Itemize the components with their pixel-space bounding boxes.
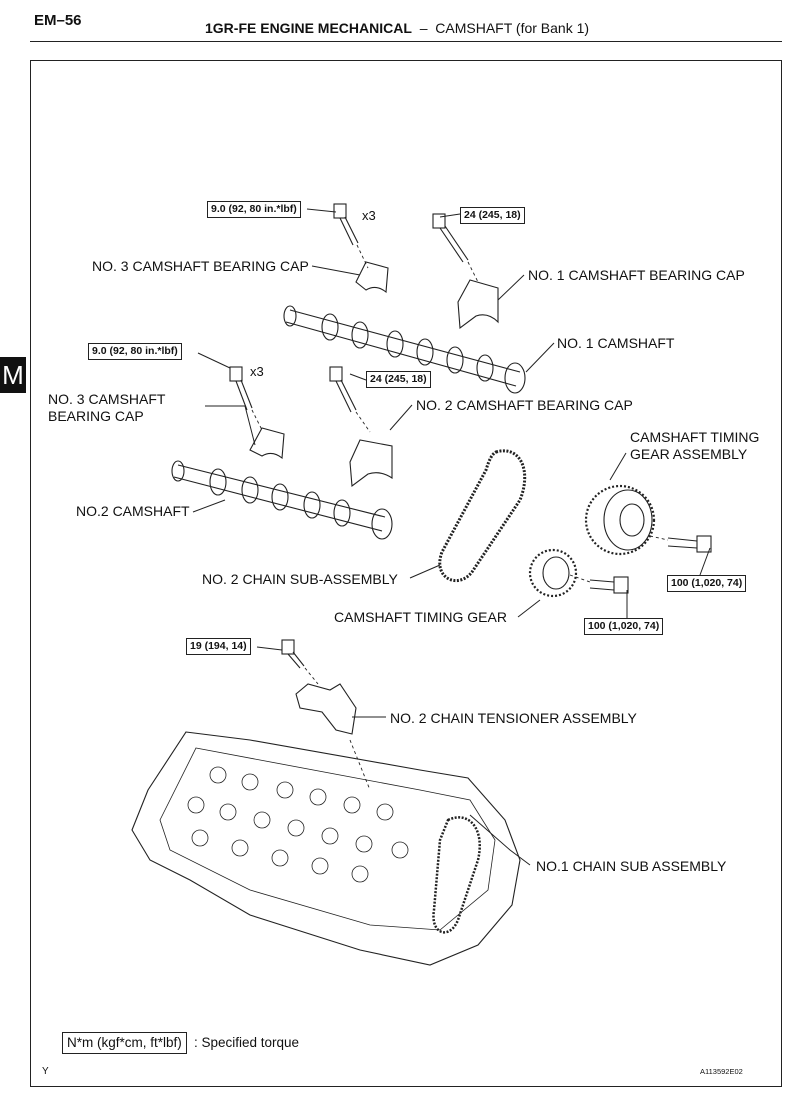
- chain-no1: [432, 816, 481, 934]
- leader-lines: [192, 208, 711, 866]
- bolt-no3-upper: [333, 203, 359, 246]
- label-camshaft-timing-gear: CAMSHAFT TIMING GEAR: [334, 609, 507, 625]
- timing-gear-assembly: [584, 484, 656, 556]
- label-no2-chain-tensioner: NO. 2 CHAIN TENSIONER ASSEMBLY: [390, 710, 637, 726]
- chain-tensioner: [295, 683, 357, 735]
- torque-spec: 24 (245, 18): [460, 207, 525, 224]
- page-title: 1GR-FE ENGINE MECHANICAL – CAMSHAFT (for…: [205, 20, 589, 36]
- title-separator: –: [419, 20, 428, 36]
- label-no3-bearing-cap-lower-line1: NO. 3 CAMSHAFT: [48, 391, 166, 407]
- page-code: EM–56: [34, 12, 82, 29]
- chain-no2: [438, 449, 527, 583]
- quantity-multiplier: x3: [250, 364, 264, 379]
- section-title: 1GR-FE ENGINE MECHANICAL: [205, 20, 412, 36]
- label-timing-gear-assembly-line1: CAMSHAFT TIMING: [630, 429, 760, 445]
- bolt-no2-cap: [329, 366, 357, 413]
- cylinder-head: [131, 731, 521, 966]
- torque-spec: 9.0 (92, 80 in.*lbf): [88, 343, 182, 360]
- quantity-multiplier: x3: [362, 208, 376, 223]
- corner-mark: Y: [42, 1066, 49, 1077]
- torque-spec: 9.0 (92, 80 in.*lbf): [207, 201, 301, 218]
- camshaft-no2: [171, 460, 393, 540]
- torque-spec: 100 (1,020, 74): [584, 618, 664, 635]
- label-no1-bearing-cap: NO. 1 CAMSHAFT BEARING CAP: [528, 267, 745, 283]
- bolt-tensioner: [281, 639, 305, 669]
- torque-spec: 24 (245, 18): [366, 371, 431, 388]
- label-no2-bearing-cap: NO. 2 CAMSHAFT BEARING CAP: [416, 397, 633, 413]
- bolt-timing-gear: [589, 576, 629, 594]
- torque-legend-text: : Specified torque: [194, 1035, 300, 1050]
- alignment-dashes: [251, 244, 669, 791]
- camshaft-no1: [283, 305, 526, 394]
- label-timing-gear-assembly-line2: GEAR ASSEMBLY: [630, 446, 748, 462]
- figure-code: A113592E02: [700, 1067, 743, 1076]
- subsection-title: CAMSHAFT (for Bank 1): [435, 20, 590, 36]
- label-no1-camshaft: NO. 1 CAMSHAFT: [557, 335, 675, 351]
- torque-spec: 100 (1,020, 74): [667, 575, 747, 592]
- header-rule: [30, 41, 782, 42]
- label-no1-chain: NO.1 CHAIN SUB ASSEMBLY: [536, 858, 727, 874]
- label-no2-chain: NO. 2 CHAIN SUB-ASSEMBLY: [202, 571, 398, 587]
- bolt-no3-lower: [229, 366, 253, 411]
- bolt-no1-cap: [432, 213, 469, 263]
- torque-legend-unit: N*m (kgf*cm, ft*lbf): [62, 1032, 187, 1054]
- label-no3-bearing-cap-lower-line2: BEARING CAP: [48, 408, 144, 424]
- bolts: [229, 203, 712, 669]
- bearing-caps: [249, 261, 499, 488]
- label-no3-bearing-cap-upper: NO. 3 CAMSHAFT BEARING CAP: [92, 258, 309, 274]
- figure-frame: [30, 60, 782, 1087]
- section-tab: M: [0, 357, 26, 393]
- label-no2-camshaft: NO.2 CAMSHAFT: [76, 503, 190, 519]
- camshaft-timing-gear: [528, 548, 578, 598]
- bolt-gear-assy: [667, 535, 712, 553]
- torque-spec: 19 (194, 14): [186, 638, 251, 655]
